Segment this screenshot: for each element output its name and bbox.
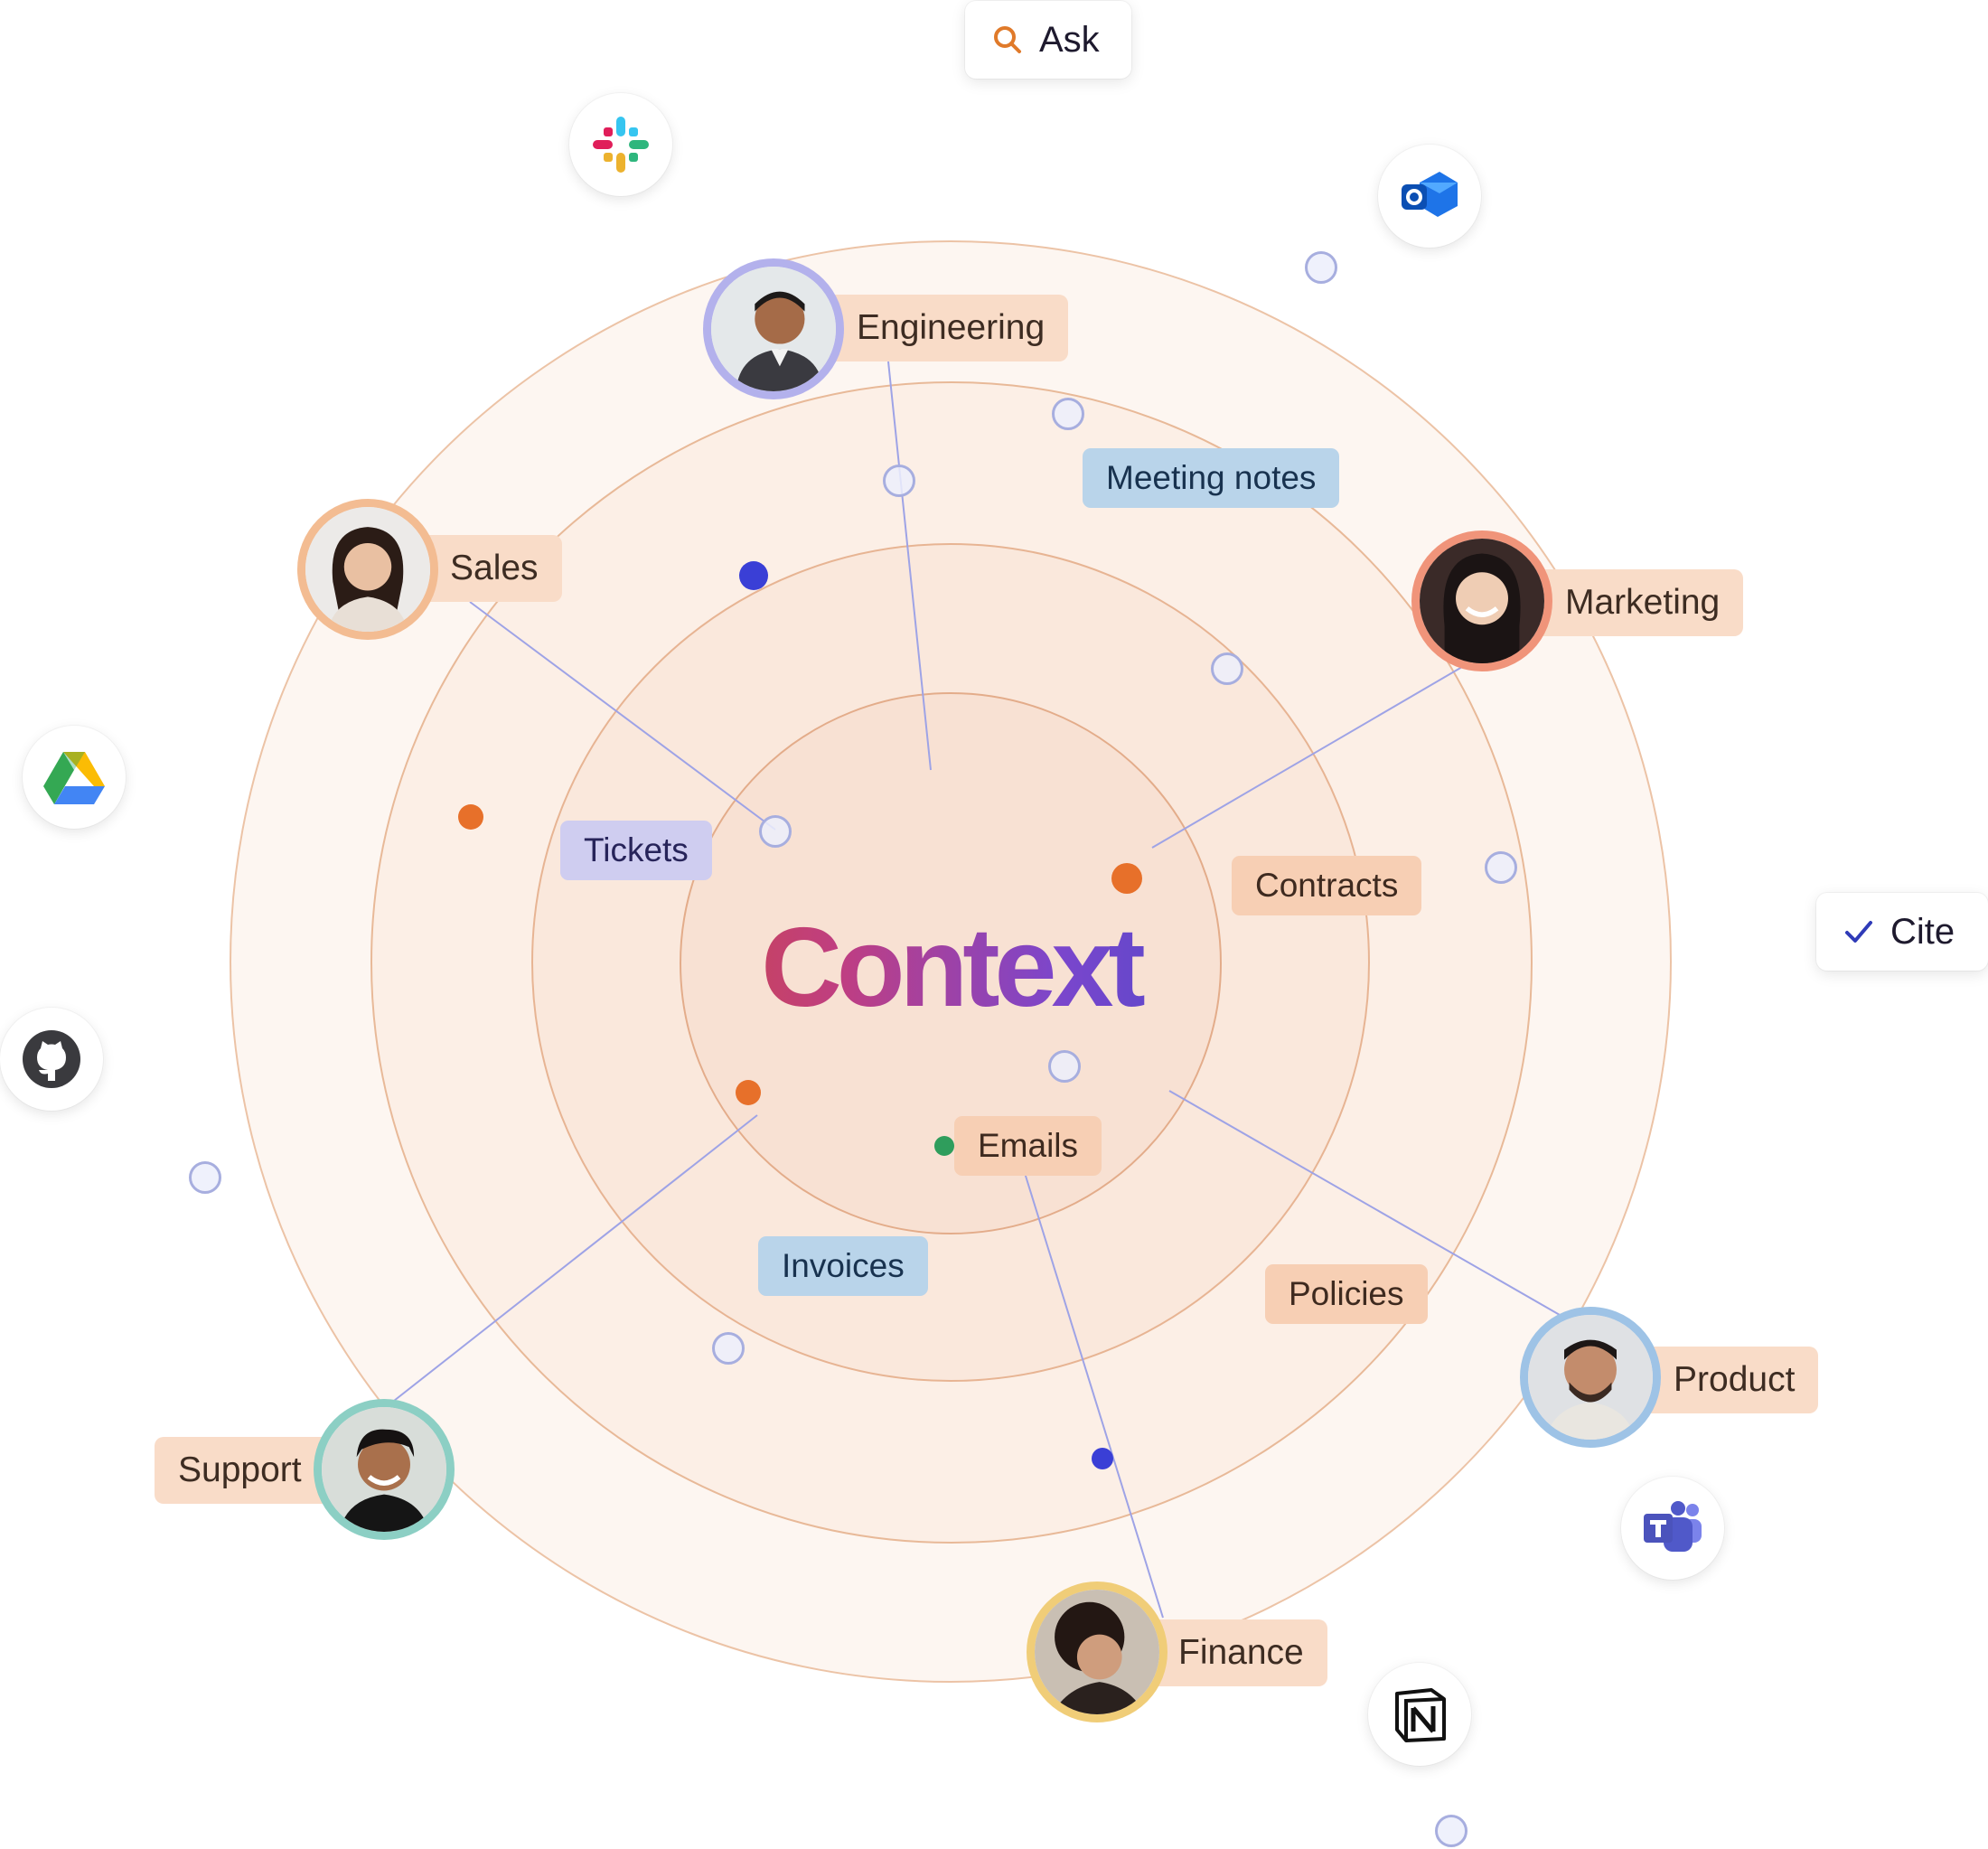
- avatar-marketing: [1411, 530, 1552, 671]
- team-label-marketing: Marketing: [1520, 569, 1744, 636]
- tag-invoices[interactable]: Invoices: [758, 1236, 928, 1296]
- microsoft-teams-app[interactable]: [1621, 1477, 1724, 1580]
- avatar-engineering: [703, 258, 844, 399]
- node-dot-blue: [739, 561, 768, 590]
- node-dot: [1048, 1050, 1081, 1083]
- google-drive-icon: [43, 752, 105, 804]
- slack-app[interactable]: [569, 93, 672, 196]
- node-dot: [712, 1332, 745, 1365]
- tag-contracts[interactable]: Contracts: [1232, 856, 1422, 915]
- ask-label: Ask: [1039, 19, 1100, 60]
- person-portrait-icon: [1528, 1315, 1653, 1440]
- cite-button[interactable]: Cite: [1816, 893, 1988, 971]
- center-title: Context: [589, 900, 1312, 1036]
- link-product: [1168, 1090, 1561, 1316]
- team-label-finance: Finance: [1139, 1619, 1327, 1686]
- node-dot: [1052, 398, 1084, 430]
- node-dot-orange: [458, 804, 483, 830]
- cite-label: Cite: [1890, 911, 1955, 952]
- node-dot: [1211, 652, 1243, 685]
- link-support: [393, 1114, 758, 1402]
- tag-emails[interactable]: Emails: [954, 1116, 1102, 1176]
- link-sales: [469, 601, 776, 831]
- ask-button[interactable]: Ask: [965, 1, 1131, 79]
- tag-policies[interactable]: Policies: [1265, 1264, 1428, 1324]
- node-dot-orange: [736, 1080, 761, 1105]
- node-dot: [1435, 1815, 1468, 1847]
- notion-app[interactable]: [1368, 1663, 1471, 1766]
- search-icon: [992, 24, 1023, 55]
- google-drive-app[interactable]: [23, 726, 126, 829]
- github-app[interactable]: [0, 1008, 103, 1111]
- avatar-product: [1520, 1307, 1661, 1448]
- team-label-engineering: Engineering: [795, 295, 1069, 361]
- tag-meeting-notes[interactable]: Meeting notes: [1083, 448, 1340, 508]
- outlook-icon: [1402, 172, 1458, 217]
- avatar-support: [314, 1399, 455, 1540]
- link-engineering: [887, 361, 932, 771]
- link-marketing: [1151, 666, 1463, 849]
- node-dot: [1305, 251, 1337, 284]
- node-dot-green: [934, 1136, 954, 1156]
- node-dot: [759, 815, 792, 848]
- outlook-app[interactable]: [1378, 145, 1481, 248]
- person-portrait-icon: [305, 507, 430, 632]
- person-portrait-icon: [711, 267, 836, 391]
- person-portrait-icon: [1420, 539, 1544, 663]
- tag-tickets[interactable]: Tickets: [560, 821, 712, 880]
- avatar-finance: [1027, 1582, 1167, 1722]
- link-finance: [1024, 1172, 1164, 1619]
- person-portrait-icon: [1035, 1590, 1159, 1714]
- node-dot-blue: [1092, 1448, 1113, 1469]
- node-dot-orange: [1111, 863, 1142, 894]
- avatar-sales: [297, 499, 438, 640]
- node-dot: [883, 465, 915, 497]
- notion-icon: [1395, 1688, 1446, 1742]
- github-icon: [23, 1030, 80, 1088]
- node-dot: [1485, 851, 1517, 884]
- checkmark-icon: [1843, 918, 1874, 945]
- microsoft-teams-icon: [1644, 1501, 1702, 1552]
- person-portrait-icon: [322, 1407, 446, 1532]
- node-dot: [189, 1161, 221, 1194]
- slack-icon: [593, 117, 649, 173]
